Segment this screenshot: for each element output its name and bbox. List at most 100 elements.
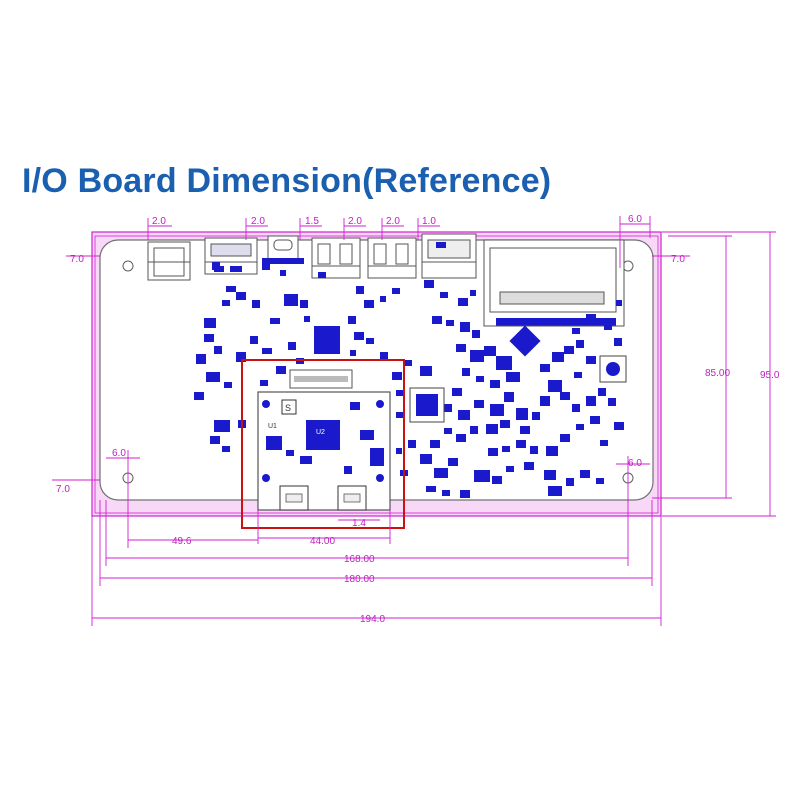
module-chip-u2: [306, 420, 340, 450]
smd-component: [408, 440, 416, 448]
page-title: I/O Board Dimension(Reference): [22, 162, 552, 200]
dim-top-2: 2.0: [251, 216, 265, 227]
smd-component: [580, 470, 590, 478]
dim-offset: 49.6: [172, 536, 192, 547]
dimension-labels: 2.0 2.0 1.5 2.0 2.0 1.0 6.0 7.0 7.0 6.0 …: [56, 214, 780, 625]
dim-w194: 194.0: [360, 614, 385, 625]
smd-component: [446, 320, 454, 326]
smd-component: [484, 346, 496, 356]
smd-component: [214, 346, 222, 354]
smd-component: [506, 372, 520, 382]
smd-component: [604, 322, 612, 330]
silkscreen-u2: U2: [316, 429, 325, 436]
dim-top-4: 2.0: [348, 216, 362, 227]
smd-component: [396, 448, 402, 454]
smd-component: [222, 446, 230, 452]
smd-component: [572, 404, 580, 412]
smd-component: [304, 316, 310, 322]
smd-component: [472, 330, 480, 338]
smd-component: [458, 298, 468, 306]
smd-component: [214, 420, 230, 432]
smd-component: [532, 412, 540, 420]
smd-component: [560, 392, 570, 400]
smd-component: [476, 376, 484, 382]
smd-component: [452, 388, 462, 396]
smd-component: [262, 262, 270, 270]
smd-component: [380, 296, 386, 302]
smd-component: [252, 300, 260, 308]
smd-component: [616, 300, 622, 306]
smd-component: [354, 332, 364, 340]
dim-left-top: 7.0: [70, 254, 84, 265]
smd-component: [444, 404, 452, 412]
module-highlight: [241, 359, 405, 529]
smd-component: [300, 300, 308, 308]
smd-component: [540, 396, 550, 406]
smd-component: [204, 334, 214, 342]
smd-component: [280, 270, 286, 276]
smd-component: [506, 466, 514, 472]
smd-component: [598, 388, 606, 396]
smd-component: [566, 478, 574, 486]
smd-component: [262, 348, 272, 354]
smd-component: [596, 478, 604, 484]
smd-component: [574, 372, 582, 378]
silkscreen-u1: U1: [268, 423, 277, 430]
smd-component: [404, 360, 412, 366]
dim-right-top: 7.0: [671, 254, 685, 265]
smd-component: [350, 350, 356, 356]
smd-component: [470, 350, 484, 362]
smd-component: [194, 392, 204, 400]
smd-component: [420, 454, 432, 464]
dim-height-inner: 85.00: [705, 368, 730, 379]
smd-component: [448, 458, 458, 466]
smd-component: [470, 290, 476, 296]
dim-top-6: 1.0: [422, 216, 436, 227]
smd-component: [224, 382, 232, 388]
dim-module-small: 1.4: [352, 518, 366, 529]
smd-component: [204, 318, 216, 328]
dim-right-hole: 6.0: [628, 458, 642, 469]
smd-component: [560, 434, 570, 442]
core-module: S U1 U2: [257, 369, 391, 511]
smd-component: [500, 420, 510, 428]
dim-top-7: 6.0: [628, 214, 642, 225]
smd-component: [458, 410, 470, 420]
smd-component: [424, 280, 434, 288]
smd-component: [364, 300, 374, 308]
smd-component: [442, 490, 450, 496]
smd-component: [474, 470, 490, 482]
smd-component: [460, 322, 470, 332]
smd-component: [516, 408, 528, 420]
smd-component: [236, 352, 246, 362]
ethernet-connector: [421, 233, 477, 279]
dim-module-width: 44.00: [310, 536, 335, 547]
dim-w168: 168.00: [344, 554, 375, 565]
smd-component: [460, 490, 470, 498]
smd-component: [546, 446, 558, 456]
smd-component: [516, 440, 526, 448]
smd-component: [276, 366, 286, 374]
smd-component: [540, 364, 550, 372]
smd-component: [380, 352, 388, 360]
smd-component: [440, 292, 448, 298]
smd-component: [490, 404, 504, 416]
dimension-lines: [52, 216, 776, 626]
smd-component: [420, 366, 432, 376]
card-slot: [483, 239, 625, 327]
smd-component: [392, 288, 400, 294]
dim-left-hole: 6.0: [112, 448, 126, 459]
smd-component: [548, 486, 562, 496]
dim-top-1: 2.0: [152, 216, 166, 227]
smd-component: [456, 434, 466, 442]
smd-component: [260, 380, 268, 386]
smd-component: [356, 286, 364, 294]
smd-component: [392, 372, 402, 380]
smd-component: [496, 356, 512, 370]
smd-component: [504, 392, 514, 402]
smd-component: [564, 346, 574, 354]
smd-component: [366, 338, 374, 344]
dim-w180: 180.00: [344, 574, 375, 585]
smd-component: [432, 316, 442, 324]
